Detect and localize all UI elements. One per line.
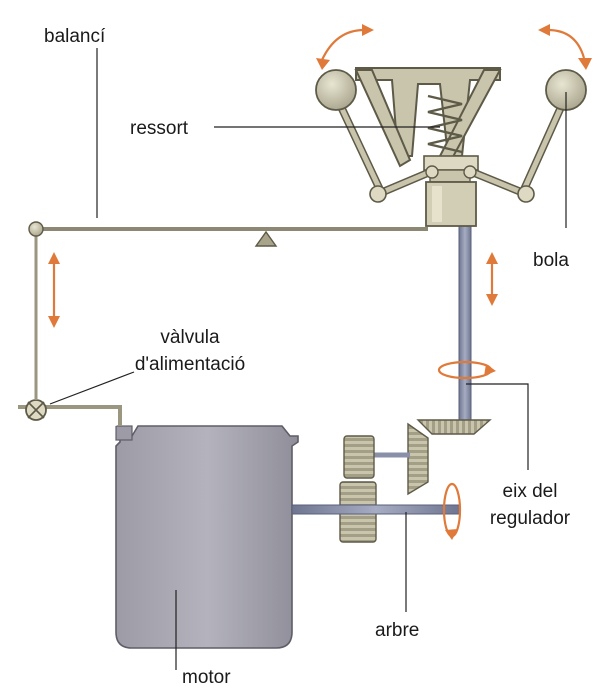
governor-shaft <box>458 215 472 423</box>
valvula-leader <box>49 371 135 405</box>
rocker-arm <box>28 221 428 247</box>
label-eix-line2: regulador <box>490 508 571 529</box>
right-ball-arm <box>463 92 570 203</box>
bevel-gear-vertical <box>407 422 429 496</box>
eix-leader <box>466 383 529 470</box>
label-ressort: ressort <box>130 118 189 139</box>
right-ball-swing-arrow <box>538 24 592 70</box>
valve-rod-motion-arrow <box>48 252 60 328</box>
left-ball-arm <box>332 92 439 203</box>
spring <box>427 94 463 154</box>
label-motor: motor <box>182 667 231 688</box>
feed-valve <box>25 399 47 421</box>
main-shaft-rotation-arrow <box>442 482 462 540</box>
left-ball-swing-arrow <box>316 24 374 70</box>
label-eix-line1: eix del <box>503 481 558 502</box>
rocker-fulcrum <box>254 230 278 247</box>
sleeve-motion-arrow <box>486 252 498 306</box>
label-arbre: arbre <box>375 620 419 641</box>
motor-body <box>115 425 299 649</box>
feed-pipe <box>18 405 122 426</box>
label-valvula-line2: d'alimentació <box>135 354 245 375</box>
main-shaft <box>291 504 461 515</box>
label-valvula-line1: vàlvula <box>160 327 220 348</box>
spur-gear-upper <box>343 435 375 479</box>
shaft-rotation-arrow <box>437 360 496 380</box>
governor-head <box>354 67 502 227</box>
bevel-gear-horizontal <box>416 419 492 435</box>
label-bola: bola <box>533 250 569 271</box>
label-balanci: balancí <box>44 26 106 47</box>
left-ball <box>315 69 357 111</box>
